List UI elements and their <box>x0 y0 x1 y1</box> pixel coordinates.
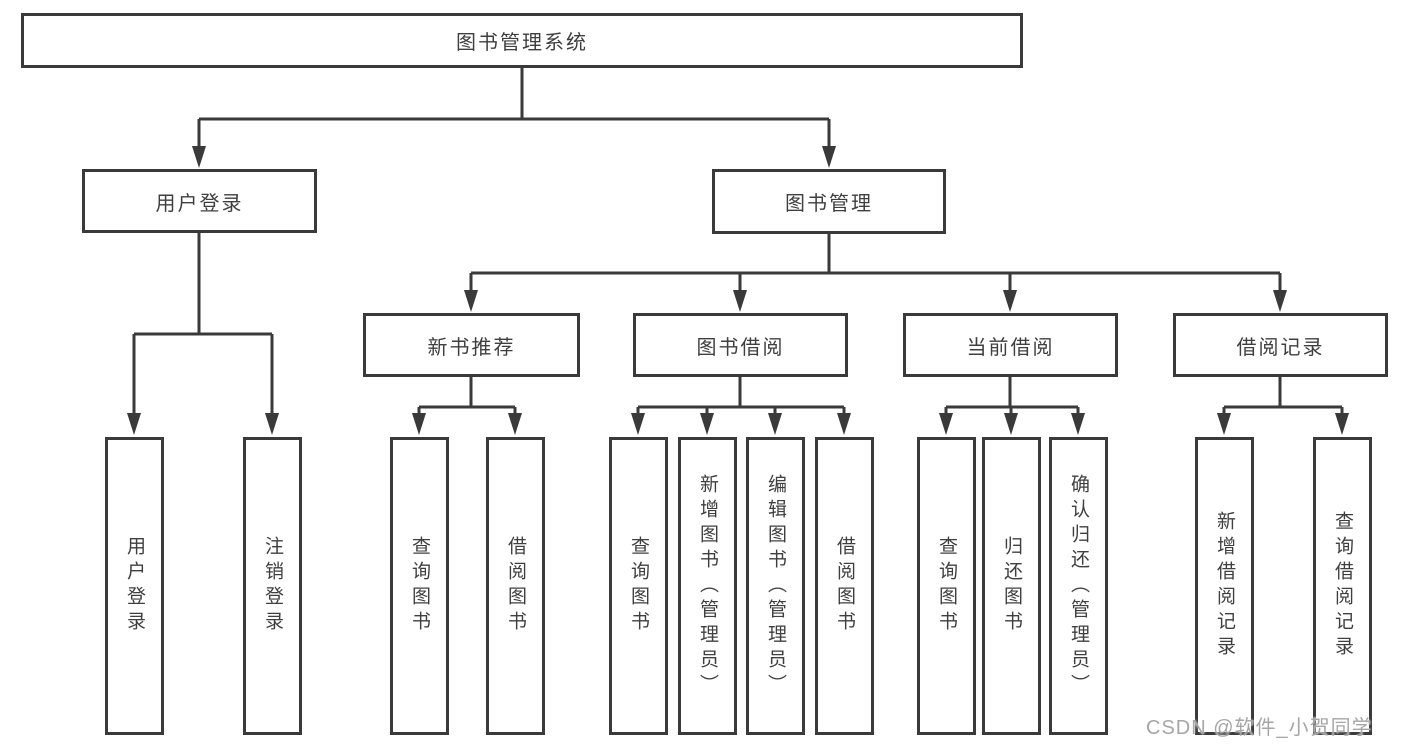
leaf-return-books: 归还图书 <box>982 437 1041 735</box>
node-new-book-recommendation: 新书推荐 <box>363 313 580 377</box>
connector-current-borrowing-children <box>939 377 1085 435</box>
node-library-management-system: 图书管理系统 <box>21 13 1023 68</box>
leaf-add-books-admin: 新增图书（管理员） <box>678 437 737 735</box>
node-book-borrowing: 图书借阅 <box>633 313 848 377</box>
leaf-borrow-books-recommend: 借阅图书 <box>486 437 545 735</box>
node-book-management: 图书管理 <box>712 169 946 234</box>
connector-book-management-children <box>464 234 1287 312</box>
node-user-login: 用户登录 <box>82 169 317 233</box>
csdn-watermark: CSDN @软件_小贺同学 <box>1146 717 1373 739</box>
leaf-user-login: 用户登录 <box>105 437 164 735</box>
leaf-query-books-current: 查询图书 <box>917 437 976 735</box>
node-current-borrowing: 当前借阅 <box>903 313 1118 377</box>
connector-root-to-level2 <box>192 68 836 168</box>
leaf-logout: 注销登录 <box>243 437 302 735</box>
leaf-add-borrow-record: 新增借阅记录 <box>1195 437 1254 735</box>
leaf-query-books-recommend: 查询图书 <box>390 437 449 735</box>
leaf-confirm-return-admin: 确认归还（管理员） <box>1049 437 1108 735</box>
node-borrowing-records: 借阅记录 <box>1173 313 1388 377</box>
connector-borrowing-records-children <box>1217 377 1349 435</box>
leaf-query-borrow-record: 查询借阅记录 <box>1313 437 1372 735</box>
connector-user-login-children <box>127 233 279 435</box>
leaf-borrow-books-borrowing: 借阅图书 <box>815 437 874 735</box>
connector-new-book-recommendation-children <box>412 377 522 435</box>
leaf-query-books-borrowing: 查询图书 <box>609 437 668 735</box>
leaf-edit-books-admin: 编辑图书（管理员） <box>746 437 805 735</box>
connector-book-borrowing-children <box>631 377 851 435</box>
